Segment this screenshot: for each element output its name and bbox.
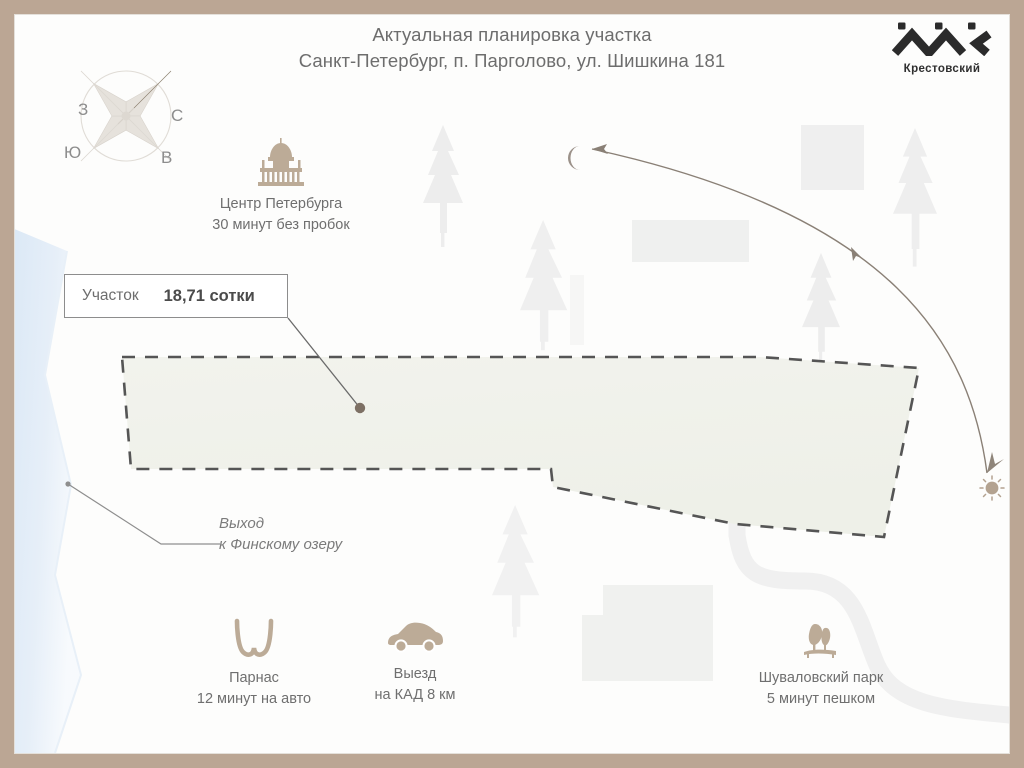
compass-rose-icon bbox=[80, 70, 172, 162]
water-body bbox=[15, 229, 81, 753]
plot-area-callout[interactable]: Участок 18,71 сотки bbox=[64, 274, 288, 318]
shoreline bbox=[43, 250, 83, 753]
plot-polygon[interactable] bbox=[120, 355, 921, 539]
cathedral-icon bbox=[195, 138, 367, 186]
exit-note-leader bbox=[67, 483, 220, 545]
tree-icon bbox=[520, 220, 568, 351]
exit-note-line-1: Выход bbox=[219, 515, 265, 532]
tree-icon bbox=[492, 505, 540, 638]
compass-label-north: С bbox=[171, 106, 184, 125]
poi-shuvalovsky-park[interactable]: Шуваловский парк 5 минут пешком bbox=[731, 620, 911, 710]
metro-icon bbox=[170, 618, 338, 660]
brand-logo[interactable]: Крестовский bbox=[888, 22, 996, 75]
poi-line-1: Центр Петербурга bbox=[219, 196, 343, 212]
sun-path-arrow-east bbox=[987, 452, 1004, 473]
logo-mark-icon bbox=[891, 22, 992, 60]
building-block bbox=[570, 275, 584, 345]
poi-line-1: Парнас bbox=[229, 670, 279, 686]
plot-callout-value: 18,71 сотки bbox=[163, 286, 255, 305]
compass-label-west: З bbox=[78, 100, 89, 119]
poi-line-1: Выезд bbox=[393, 666, 437, 682]
moon-icon bbox=[568, 146, 580, 170]
poi-kad-exit[interactable]: Выезд на КАД 8 км bbox=[333, 618, 497, 706]
poi-line-2: 12 минут на авто bbox=[196, 691, 312, 707]
tree-icon bbox=[802, 253, 840, 362]
sun-path-arrow-west bbox=[592, 144, 608, 154]
exit-note-line-2: к Финскому озеру bbox=[219, 536, 343, 553]
tree-icon bbox=[893, 128, 937, 267]
poi-metro-parnas[interactable]: Парнас 12 минут на авто bbox=[170, 618, 338, 710]
exit-note: Выход к Финскому озеру bbox=[219, 513, 342, 555]
title-line-1: Актуальная планировка участка bbox=[372, 24, 652, 45]
park-tree-bench-icon bbox=[731, 620, 911, 660]
map-canvas bbox=[15, 15, 1009, 753]
poi-line-2: 5 минут пешком bbox=[766, 691, 876, 707]
page-title: Актуальная планировка участка Санкт-Пете… bbox=[0, 22, 1024, 74]
exit-note-anchor-dot bbox=[65, 481, 71, 487]
poi-line-1: Шуваловский парк bbox=[758, 670, 884, 686]
logo-wordmark: Крестовский bbox=[903, 63, 981, 75]
compass-label-south: Ю bbox=[64, 143, 82, 162]
poi-city-center[interactable]: Центр Петербурга 30 минут без пробок bbox=[195, 138, 367, 236]
building-block bbox=[582, 615, 622, 681]
plot-callout-leader bbox=[287, 317, 361, 409]
plot-layer bbox=[65, 317, 921, 545]
tree-icon bbox=[423, 125, 463, 247]
sun-path-layer bbox=[568, 144, 1005, 501]
title-line-2: Санкт-Петербург, п. Парголово, ул. Шишки… bbox=[298, 50, 726, 71]
compass-rose: С З Ю В bbox=[58, 48, 203, 188]
poi-line-2: на КАД 8 км bbox=[374, 687, 456, 703]
sun-path-arrow-mid bbox=[851, 247, 862, 261]
poi-line-2: 30 минут без пробок bbox=[212, 217, 350, 233]
car-icon bbox=[333, 618, 497, 656]
compass-label-east: В bbox=[161, 148, 173, 167]
map-base-layer bbox=[15, 125, 1009, 753]
plot-callout-anchor-dot bbox=[354, 402, 366, 414]
road-path bbox=[728, 526, 1009, 724]
plot-callout-key: Участок bbox=[82, 287, 139, 304]
building-block bbox=[801, 125, 864, 190]
sun-path-arc bbox=[591, 148, 988, 474]
building-block bbox=[632, 220, 749, 262]
sun-icon bbox=[979, 475, 1005, 501]
